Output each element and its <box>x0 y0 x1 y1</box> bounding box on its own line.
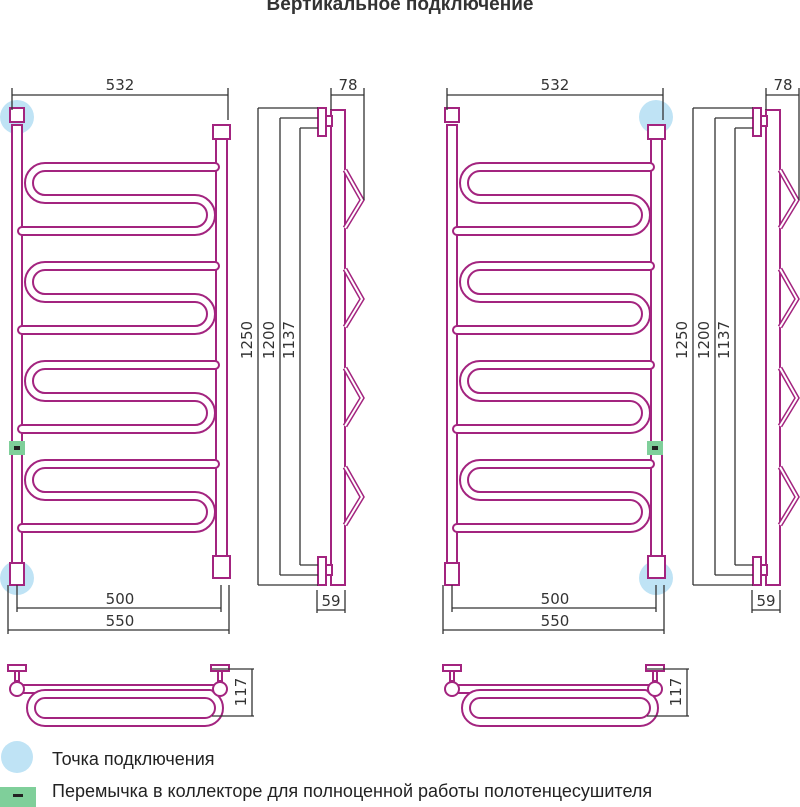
side-loop <box>342 465 365 527</box>
pipe-cap <box>212 555 231 579</box>
side-loop-inner <box>779 466 799 526</box>
top-loop-inner <box>28 691 222 725</box>
side-loop-inner <box>344 367 364 427</box>
side-loop <box>342 366 365 428</box>
top-fitting <box>212 681 228 697</box>
top-view <box>442 664 665 727</box>
side-bracket <box>752 556 762 586</box>
side-loop-inner <box>344 268 364 328</box>
side-bracket-nut <box>325 564 333 576</box>
offset-label: 59 <box>321 592 340 610</box>
right-collector <box>215 124 228 566</box>
pipe-cap <box>9 107 25 123</box>
side-bracket <box>317 556 327 586</box>
top-loop <box>461 689 659 727</box>
height-label: 1250 <box>673 321 691 359</box>
serpentine-loop-inner <box>19 461 218 531</box>
serpentine-loop-inner <box>454 461 653 531</box>
side-collector <box>330 109 346 586</box>
serpentine-loop-inner <box>19 362 218 432</box>
depth-label: 78 <box>338 76 357 94</box>
top-stem <box>217 670 223 682</box>
top-depth-label: 117 <box>667 678 685 707</box>
top-stem <box>449 670 455 682</box>
legend-label: Перемычка в коллекторе для полноценной р… <box>52 781 653 801</box>
height-label: 1137 <box>715 321 733 359</box>
serpentine-loop-inner <box>454 164 653 234</box>
axis-distance-label: 500 <box>541 590 570 608</box>
side-bracket-nut <box>325 115 333 127</box>
left-collector <box>11 124 23 566</box>
pipe-cap <box>647 555 666 579</box>
side-loop <box>777 267 800 329</box>
height-label: 1200 <box>260 321 278 359</box>
width-total-label: 550 <box>541 612 570 630</box>
side-loop-inner <box>779 367 799 427</box>
pipe-cap <box>9 562 25 586</box>
serpentine-loop-inner <box>454 263 653 333</box>
jumper-mark <box>652 446 658 450</box>
top-depth-label: 117 <box>232 678 250 707</box>
side-bracket <box>752 107 762 137</box>
side-loop-inner <box>344 466 364 526</box>
top-view <box>7 664 230 727</box>
top-stem <box>14 670 20 682</box>
height-label: 1200 <box>695 321 713 359</box>
jumper-mark <box>14 446 20 450</box>
serpentine-loop-inner <box>19 164 218 234</box>
serpentine-loop-inner <box>19 263 218 333</box>
width-top-label: 532 <box>541 76 570 94</box>
top-fitting <box>647 681 663 697</box>
width-total-label: 550 <box>106 612 135 630</box>
side-loop-inner <box>344 169 364 229</box>
top-fitting <box>9 681 25 697</box>
top-fitting <box>444 681 460 697</box>
offset-label: 59 <box>756 592 775 610</box>
right-collector <box>650 124 663 566</box>
side-loop <box>777 366 800 428</box>
side-loop <box>777 168 800 230</box>
height-label: 1250 <box>238 321 256 359</box>
side-loop <box>342 168 365 230</box>
top-loop <box>26 689 224 727</box>
pipe-cap <box>444 107 460 123</box>
pipe-cap <box>647 124 666 140</box>
height-label: 1137 <box>280 321 298 359</box>
jumper-icon <box>0 787 36 807</box>
pipe-cap <box>212 124 231 140</box>
side-loop-inner <box>779 268 799 328</box>
serpentine-loop-inner <box>454 362 653 432</box>
axis-distance-label: 500 <box>106 590 135 608</box>
side-bracket <box>317 107 327 137</box>
top-stem <box>652 670 658 682</box>
page-title: Вертикальное подключение <box>266 0 534 15</box>
top-loop-inner <box>463 691 657 725</box>
side-loop-inner <box>779 169 799 229</box>
left-collector <box>446 124 458 566</box>
connection-point-icon <box>1 741 33 773</box>
side-loop <box>342 267 365 329</box>
side-bracket-nut <box>760 564 768 576</box>
side-loop <box>777 465 800 527</box>
side-collector <box>765 109 781 586</box>
legend-label: Точка подключения <box>52 749 215 769</box>
depth-label: 78 <box>773 76 792 94</box>
pipe-cap <box>444 562 460 586</box>
width-top-label: 532 <box>106 76 135 94</box>
side-bracket-nut <box>760 115 768 127</box>
